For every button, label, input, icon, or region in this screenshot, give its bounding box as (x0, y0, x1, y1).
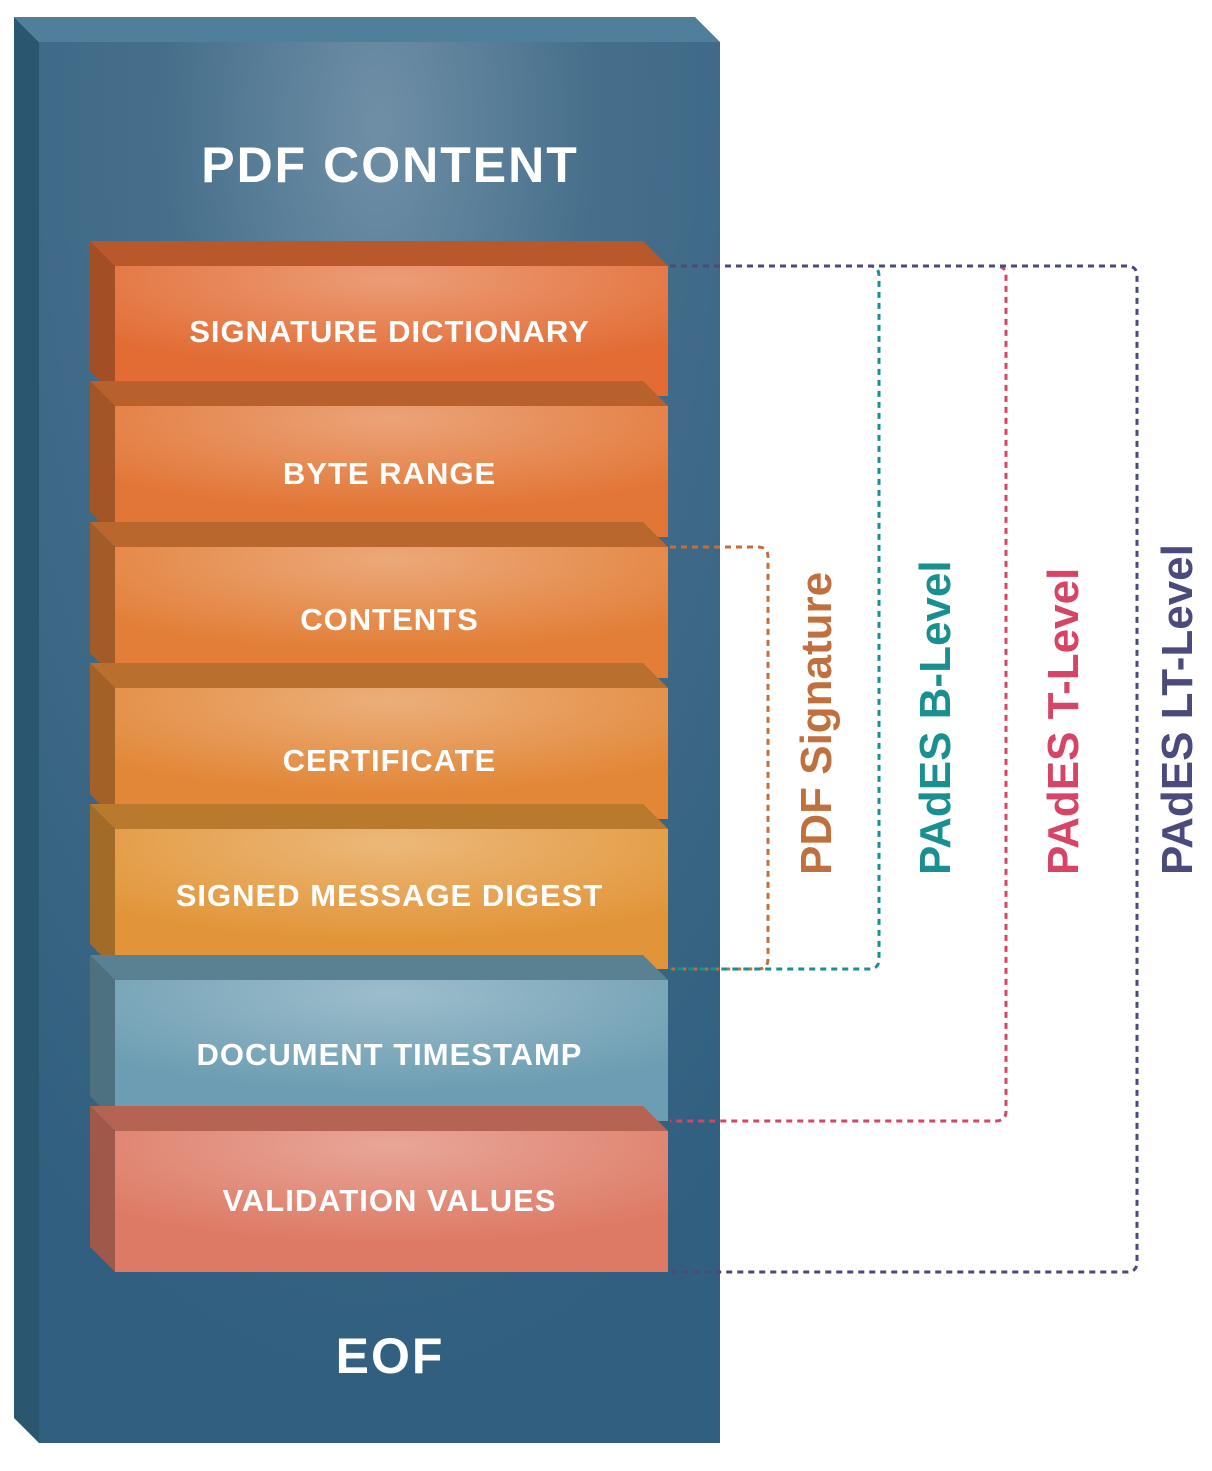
layer-side-face (90, 663, 115, 819)
bracket-pdf-signature (670, 545, 770, 971)
layer-label-document-timestamp: DOCUMENT TIMESTAMP (197, 1037, 583, 1072)
layer-label-certificate: CERTIFICATE (283, 743, 497, 778)
layer-side-face (90, 241, 115, 396)
layer-signed-message-digest: SIGNED MESSAGE DIGEST (90, 804, 668, 969)
layer-highlight (115, 1131, 668, 1272)
layer-label-contents: CONTENTS (300, 602, 479, 637)
container-side-face (14, 17, 39, 1443)
layer-validation-values: VALIDATION VALUES (90, 1106, 668, 1272)
layer-contents: CONTENTS (90, 522, 668, 678)
pdf-content-title: PDF CONTENT (201, 137, 579, 193)
layer-highlight (115, 980, 668, 1121)
pades-t-level-label: PAdES T-Level (1039, 568, 1088, 875)
layer-label-validation-values: VALIDATION VALUES (223, 1183, 557, 1218)
level-brackets (670, 264, 1139, 1274)
layer-label-signed-message-digest: SIGNED MESSAGE DIGEST (176, 878, 604, 913)
layer-top-face (90, 1106, 668, 1131)
layer-top-face (90, 804, 668, 829)
layer-top-face (90, 241, 668, 266)
layer-highlight (115, 829, 668, 969)
layer-side-face (90, 804, 115, 969)
layer-signature-dictionary: SIGNATURE DICTIONARY (90, 241, 668, 396)
layer-highlight (115, 688, 668, 819)
layer-highlight (115, 406, 668, 537)
level-labels: PDF Signature PAdES B-Level PAdES T-Leve… (792, 544, 1202, 875)
eof-label: EOF (336, 1328, 445, 1384)
layer-highlight (115, 547, 668, 678)
layer-stack: SIGNATURE DICTIONARY BYTE RANGE CONTENTS CE… (90, 241, 668, 1272)
layer-label-byte-range: BYTE RANGE (283, 456, 496, 491)
layer-side-face (90, 1106, 115, 1272)
layer-top-face (90, 381, 668, 406)
layer-top-face (90, 663, 668, 688)
layer-document-timestamp: DOCUMENT TIMESTAMP (90, 955, 668, 1121)
layer-certificate: CERTIFICATE (90, 663, 668, 819)
layer-highlight (115, 266, 668, 396)
layer-side-face (90, 522, 115, 678)
layer-byte-range: BYTE RANGE (90, 381, 668, 537)
pades-b-level-label: PAdES B-Level (911, 560, 960, 875)
layer-label-signature-dictionary: SIGNATURE DICTIONARY (189, 314, 590, 349)
pdf-signature-label: PDF Signature (792, 572, 841, 875)
container-top-face (14, 17, 720, 42)
layer-side-face (90, 381, 115, 537)
pades-lt-level-label: PAdES LT-Level (1153, 544, 1202, 875)
layer-top-face (90, 522, 668, 547)
layer-side-face (90, 955, 115, 1121)
layer-top-face (90, 955, 668, 980)
